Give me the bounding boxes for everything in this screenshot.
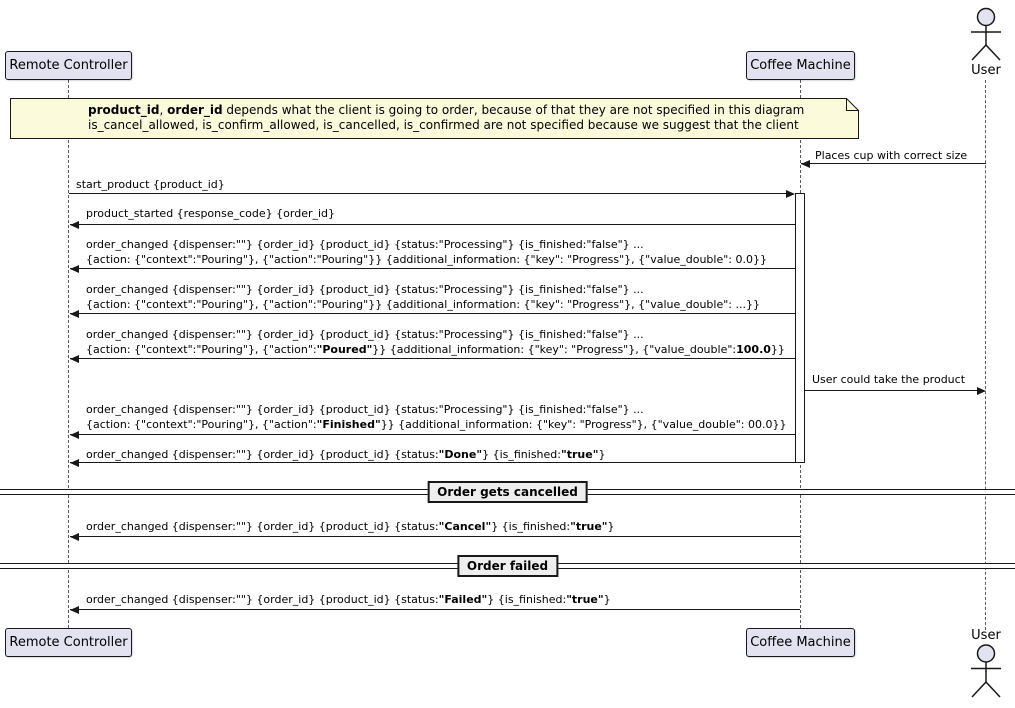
arrow-order-changed-1 (70, 268, 795, 269)
arrowhead-order-changed-4 (70, 431, 79, 439)
arrow-order-changed-4 (70, 434, 795, 435)
participant-coffee-machine-bottom: Coffee Machine (746, 628, 855, 657)
divider-cancelled-label: Order gets cancelled (427, 481, 588, 503)
arrow-start-product (69, 193, 787, 194)
message-order-changed-1: order_changed {dispenser:""} {order_id} … (86, 238, 767, 266)
arrow-places-cup (801, 163, 986, 164)
participant-label: Remote Controller (9, 635, 128, 650)
arrow-order-changed-2 (70, 313, 795, 314)
arrowhead-order-changed-2 (70, 310, 79, 318)
participant-coffee-machine-top: Coffee Machine (746, 51, 855, 80)
arrowhead-order-changed-1 (70, 265, 79, 273)
note-line-2: is_cancel_allowed, is_confirm_allowed, i… (88, 118, 799, 132)
message-order-changed-done: order_changed {dispenser:""} {order_id} … (86, 448, 606, 461)
message-product-started: product_started {response_code} {order_i… (86, 207, 336, 220)
lifeline-user (985, 80, 986, 630)
arrow-order-changed-done (70, 462, 795, 463)
participant-label: Coffee Machine (750, 58, 851, 73)
actor-label-user-top: User (971, 63, 1001, 78)
user-actor-icon (971, 7, 1001, 61)
participant-remote-controller-top: Remote Controller (5, 51, 132, 80)
arrowhead-product-started (70, 221, 79, 229)
message-start-product: start_product {product_id} (76, 178, 225, 191)
message-order-changed-2: order_changed {dispenser:""} {order_id} … (86, 283, 760, 311)
actor-label-user-bottom: User (971, 628, 1001, 643)
message-order-changed-cancel: order_changed {dispenser:""} {order_id} … (86, 520, 615, 533)
arrowhead-order-changed-done (70, 459, 79, 467)
arrowhead-order-changed-cancel (70, 533, 79, 541)
arrowhead-places-cup (801, 160, 810, 168)
message-user-take: User could take the product (812, 373, 966, 386)
message-order-changed-failed: order_changed {dispenser:""} {order_id} … (86, 593, 611, 606)
user-actor-icon-bottom (971, 644, 1001, 698)
arrowhead-order-changed-3 (70, 355, 79, 363)
participant-label: Remote Controller (9, 58, 128, 73)
divider-failed-label: Order failed (456, 555, 559, 577)
arrow-user-take (805, 390, 978, 391)
message-places-cup: Places cup with correct size (815, 149, 968, 162)
arrow-order-changed-cancel (70, 536, 800, 537)
activation-coffee-machine (795, 193, 805, 463)
arrowhead-user-take (977, 387, 986, 395)
message-order-changed-4: order_changed {dispenser:""} {order_id} … (86, 403, 787, 431)
arrowhead-order-changed-failed (70, 606, 79, 614)
note-text: product_id, order_id depends what the cl… (88, 103, 804, 133)
participant-label: Coffee Machine (750, 635, 851, 650)
message-order-changed-3: order_changed {dispenser:""} {order_id} … (86, 328, 785, 356)
participant-remote-controller-bottom: Remote Controller (5, 628, 132, 657)
arrow-order-changed-3 (70, 358, 795, 359)
note-line-1: product_id, order_id depends what the cl… (88, 103, 805, 117)
note-shape (10, 98, 859, 139)
lifeline-remote-controller (68, 80, 69, 628)
arrow-order-changed-failed (70, 609, 800, 610)
arrowhead-start-product (786, 190, 795, 198)
arrow-product-started (70, 224, 795, 225)
